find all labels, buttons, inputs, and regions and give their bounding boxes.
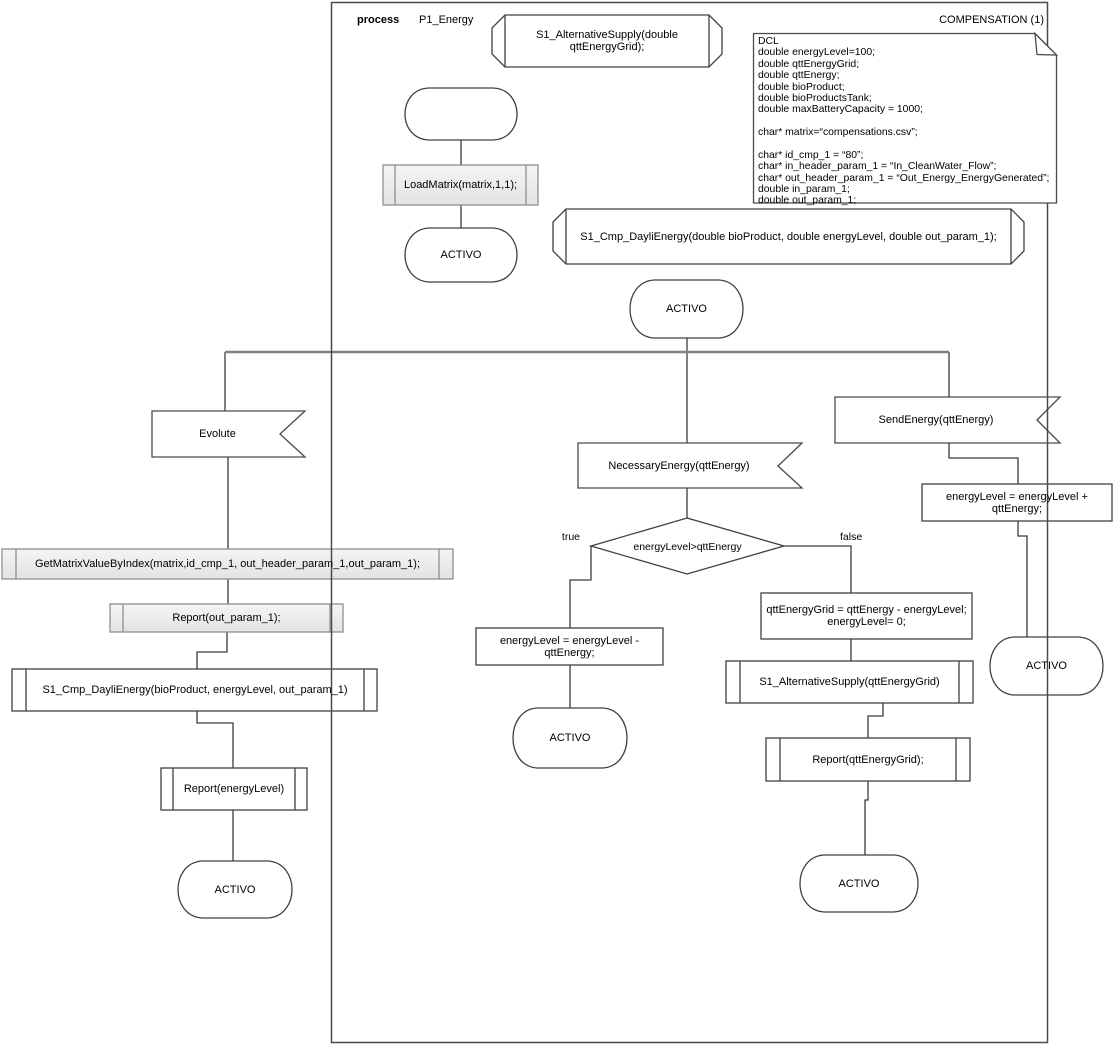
dcl-line: char* id_cmp_1 = “80”; <box>758 149 864 161</box>
dcl-declaration-box[interactable] <box>752 31 1059 204</box>
dcl-line: double energyLevel=100; <box>758 47 875 59</box>
dcl-line: char* in_header_param_1 = “In_CleanWater… <box>758 161 997 173</box>
dcl-text: DCL double energyLevel=100; double qttEn… <box>758 36 1052 207</box>
task-report-grid[interactable] <box>765 737 971 782</box>
connector-false-branch <box>784 545 852 593</box>
state-activo-2[interactable] <box>629 279 744 339</box>
dcl-line: double out_param_1; <box>758 195 857 207</box>
dcl-line <box>758 116 1052 127</box>
task-cmp-dayli-call[interactable] <box>11 668 378 712</box>
task-subtract[interactable] <box>475 627 664 666</box>
dcl-line: double qttEnergy; <box>758 70 840 82</box>
task-load-matrix[interactable] <box>382 164 539 206</box>
task-grid-calc[interactable] <box>760 592 973 640</box>
signal-decl-cmp-dayli[interactable] <box>552 208 1025 265</box>
connectors <box>196 140 1028 861</box>
task-report-energy-level[interactable] <box>160 767 308 811</box>
task-alternative-supply-call[interactable] <box>725 660 974 704</box>
dcl-line: char* out_header_param_1 = “Out_Energy_E… <box>758 172 1050 184</box>
input-necessary-energy[interactable] <box>577 442 804 489</box>
connector <box>948 443 1019 484</box>
state-activo-1[interactable] <box>404 227 518 283</box>
input-evolute[interactable] <box>151 410 307 458</box>
dcl-line: double maxBatteryCapacity = 1000; <box>758 104 923 116</box>
input-send-energy[interactable] <box>834 396 1062 444</box>
connector <box>867 703 884 738</box>
task-get-matrix-value[interactable] <box>1 548 454 580</box>
start-state[interactable] <box>404 87 518 141</box>
dcl-line: char* matrix=“compensations.csv”; <box>758 127 918 139</box>
dcl-line: double qttEnergyGrid; <box>758 58 860 70</box>
state-activo-3[interactable] <box>177 860 293 919</box>
state-activo-4[interactable] <box>512 707 628 769</box>
dcl-line: double in_param_1; <box>758 184 850 196</box>
dcl-line: double bioProduct; <box>758 81 845 93</box>
process-frame <box>330 1 1049 1044</box>
connector <box>1017 521 1028 637</box>
dcl-line <box>758 139 1052 150</box>
connector-true-branch <box>569 546 592 628</box>
task-report-out-param[interactable] <box>109 603 344 633</box>
dcl-line: DCL <box>758 36 779 47</box>
task-add[interactable] <box>921 483 1113 522</box>
connector <box>864 781 869 855</box>
decision-energy-level[interactable] <box>588 517 787 575</box>
state-activo-6[interactable] <box>989 636 1104 696</box>
dcl-line: double bioProductsTank; <box>758 92 872 104</box>
connector <box>196 711 234 768</box>
connector <box>196 632 228 669</box>
state-activo-5[interactable] <box>799 854 919 913</box>
signal-decl-alternative-supply[interactable] <box>491 14 723 68</box>
